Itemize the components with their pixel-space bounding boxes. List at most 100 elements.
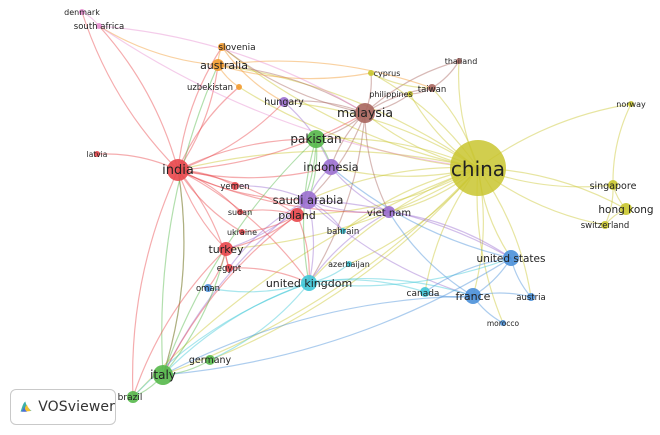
node-philippines[interactable] xyxy=(407,91,413,97)
node-germany[interactable] xyxy=(205,355,215,365)
node-pakistan[interactable] xyxy=(307,130,325,148)
node-azerbaijan[interactable] xyxy=(346,261,352,267)
label-taiwan: taiwan xyxy=(418,85,446,95)
node-france[interactable] xyxy=(465,288,481,304)
link-india-indonesia xyxy=(177,166,332,179)
link-united-kingdom-oman xyxy=(207,282,310,293)
link-turkey-brazil xyxy=(132,248,227,398)
link-france-viet-nam xyxy=(388,211,474,297)
label-united-kingdom: united kingdom xyxy=(266,277,352,290)
node-united-states[interactable] xyxy=(503,250,519,266)
label-south-africa: south africa xyxy=(74,22,124,32)
node-thailand[interactable] xyxy=(456,58,462,64)
link-india-pakistan xyxy=(177,138,317,171)
link-china-germany xyxy=(209,167,479,361)
label-china: china xyxy=(451,157,505,181)
link-singapore-norway xyxy=(612,103,632,186)
node-south-africa[interactable] xyxy=(96,23,102,29)
link-saudi-arabia-italy xyxy=(162,199,309,376)
link-australia-taiwan xyxy=(217,60,433,89)
node-hong-kong[interactable] xyxy=(620,203,632,215)
link-india-italy xyxy=(162,169,185,376)
label-pakistan: pakistan xyxy=(290,132,341,146)
label-indonesia: indonesia xyxy=(303,160,358,174)
link-poland-turkey xyxy=(225,214,298,250)
link-china-australia xyxy=(217,64,479,169)
node-australia[interactable] xyxy=(212,59,224,71)
node-viet-nam[interactable] xyxy=(383,206,395,218)
node-italy[interactable] xyxy=(153,365,173,385)
node-poland[interactable] xyxy=(290,208,304,222)
node-indonesia[interactable] xyxy=(323,159,339,175)
link-india-egypt xyxy=(177,169,230,269)
label-thailand: thailand xyxy=(445,57,478,66)
node-taiwan[interactable] xyxy=(428,84,436,92)
link-united-kingdom-italy xyxy=(162,282,310,376)
node-switzerland[interactable] xyxy=(601,221,609,229)
link-china-turkey xyxy=(225,167,479,250)
label-canada: canada xyxy=(407,289,440,299)
link-india-uzbekistan xyxy=(177,86,240,171)
link-italy-turkey xyxy=(162,248,227,376)
link-egypt-united-kingdom xyxy=(228,267,310,284)
label-italy: italy xyxy=(150,368,176,382)
link-india-hungary xyxy=(177,101,285,171)
link-italy-india xyxy=(162,169,185,376)
link-china-slovenia xyxy=(221,46,479,169)
label-ukraine: ukraine xyxy=(227,228,257,237)
node-united-kingdom[interactable] xyxy=(301,275,317,291)
node-slovenia[interactable] xyxy=(218,43,226,51)
node-malaysia[interactable] xyxy=(355,103,375,123)
label-switzerland: switzerland xyxy=(581,221,630,231)
node-hungary[interactable] xyxy=(279,97,289,107)
node-bahrain[interactable] xyxy=(340,228,346,234)
link-india-united-kingdom xyxy=(177,169,310,284)
label-sudan: sudan xyxy=(228,208,252,217)
label-oman: oman xyxy=(196,284,220,294)
link-india-slovenia xyxy=(177,46,223,171)
node-india[interactable] xyxy=(167,159,189,181)
link-malaysia-saudi-arabia xyxy=(307,112,366,201)
node-singapore[interactable] xyxy=(608,180,618,190)
node-latvia[interactable] xyxy=(94,151,100,157)
node-saudi-arabia[interactable] xyxy=(299,191,317,209)
node-norway[interactable] xyxy=(628,101,634,107)
link-united-kingdom-france xyxy=(308,278,474,297)
vosviewer-logo-icon xyxy=(20,401,32,412)
label-uzbekistan: uzbekistan xyxy=(187,83,233,93)
label-united-states: united states xyxy=(477,253,546,265)
node-oman[interactable] xyxy=(204,284,212,292)
link-india-malaysia xyxy=(177,112,366,171)
node-austria[interactable] xyxy=(527,293,535,301)
node-sudan[interactable] xyxy=(237,209,243,215)
node-egypt[interactable] xyxy=(225,264,233,272)
label-norway: norway xyxy=(616,100,646,109)
label-denmark: denmark xyxy=(64,8,100,17)
node-yemen[interactable] xyxy=(231,182,239,190)
link-slovenia-hungary xyxy=(221,46,285,103)
node-ukraine[interactable] xyxy=(239,229,245,235)
node-turkey[interactable] xyxy=(219,242,233,256)
link-saudi-arabia-egypt xyxy=(228,199,309,269)
label-slovenia: slovenia xyxy=(218,43,255,53)
node-morocco[interactable] xyxy=(500,320,506,326)
label-bahrain: bahrain xyxy=(327,227,359,237)
node-brazil[interactable] xyxy=(127,391,139,403)
link-united-states-italy xyxy=(162,257,512,376)
label-cyprus: cyprus xyxy=(374,69,401,78)
link-italy-australia xyxy=(161,64,219,376)
link-malaysia-viet-nam xyxy=(364,112,390,213)
label-viet-nam: viet nam xyxy=(367,208,411,219)
node-denmark[interactable] xyxy=(79,9,85,15)
labels-layer: chinamalaysiaindiapakistanindonesiasaudi… xyxy=(64,8,653,403)
node-cyprus[interactable] xyxy=(368,70,374,76)
link-viet-nam-united-kingdom xyxy=(308,211,390,284)
node-uzbekistan[interactable] xyxy=(236,84,242,90)
node-china[interactable] xyxy=(450,140,506,196)
link-united-kingdom-canada xyxy=(308,279,426,293)
link-pakistan-united-kingdom xyxy=(302,138,317,284)
link-malaysia-united-kingdom xyxy=(308,112,366,284)
node-canada[interactable] xyxy=(420,287,430,297)
link-malaysia-slovenia xyxy=(221,46,366,114)
